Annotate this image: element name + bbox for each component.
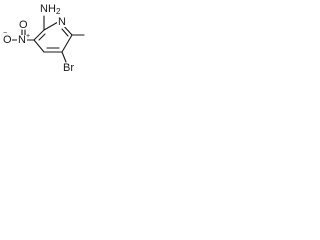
chemical-structure: NH 2 N N + O O − Br	[2, 3, 85, 74]
ring-nitrogen-label: N	[58, 16, 66, 28]
bond-c2-n1	[43, 21, 59, 31]
pyridine-ring	[33, 21, 73, 53]
bond-c3-c2	[33, 29, 45, 41]
ring-n-halo	[57, 17, 66, 27]
nitro-oxygen-top-label: O	[19, 19, 28, 31]
nitro-minus-charge: −	[3, 30, 7, 37]
nitro-n-halo	[17, 35, 27, 45]
bond-c4-c3	[33, 39, 45, 53]
amine-label: NH	[40, 3, 56, 15]
nitro-oxygen-left-label: O	[3, 34, 12, 46]
nitro-o-left-halo	[2, 35, 12, 45]
bond-c5-br	[61, 51, 67, 63]
double-bond-c2-c3-inner	[38, 33, 46, 41]
nitro-plus-charge: +	[26, 33, 30, 40]
bond-c6-c5	[61, 34, 73, 53]
bromine-label: Br	[63, 62, 74, 74]
double-bond-n1-c6-inner	[61, 28, 69, 37]
amine-subscript: 2	[56, 7, 61, 16]
atom-amine: NH 2	[40, 3, 61, 16]
nitro-nitrogen-label: N	[18, 34, 26, 46]
